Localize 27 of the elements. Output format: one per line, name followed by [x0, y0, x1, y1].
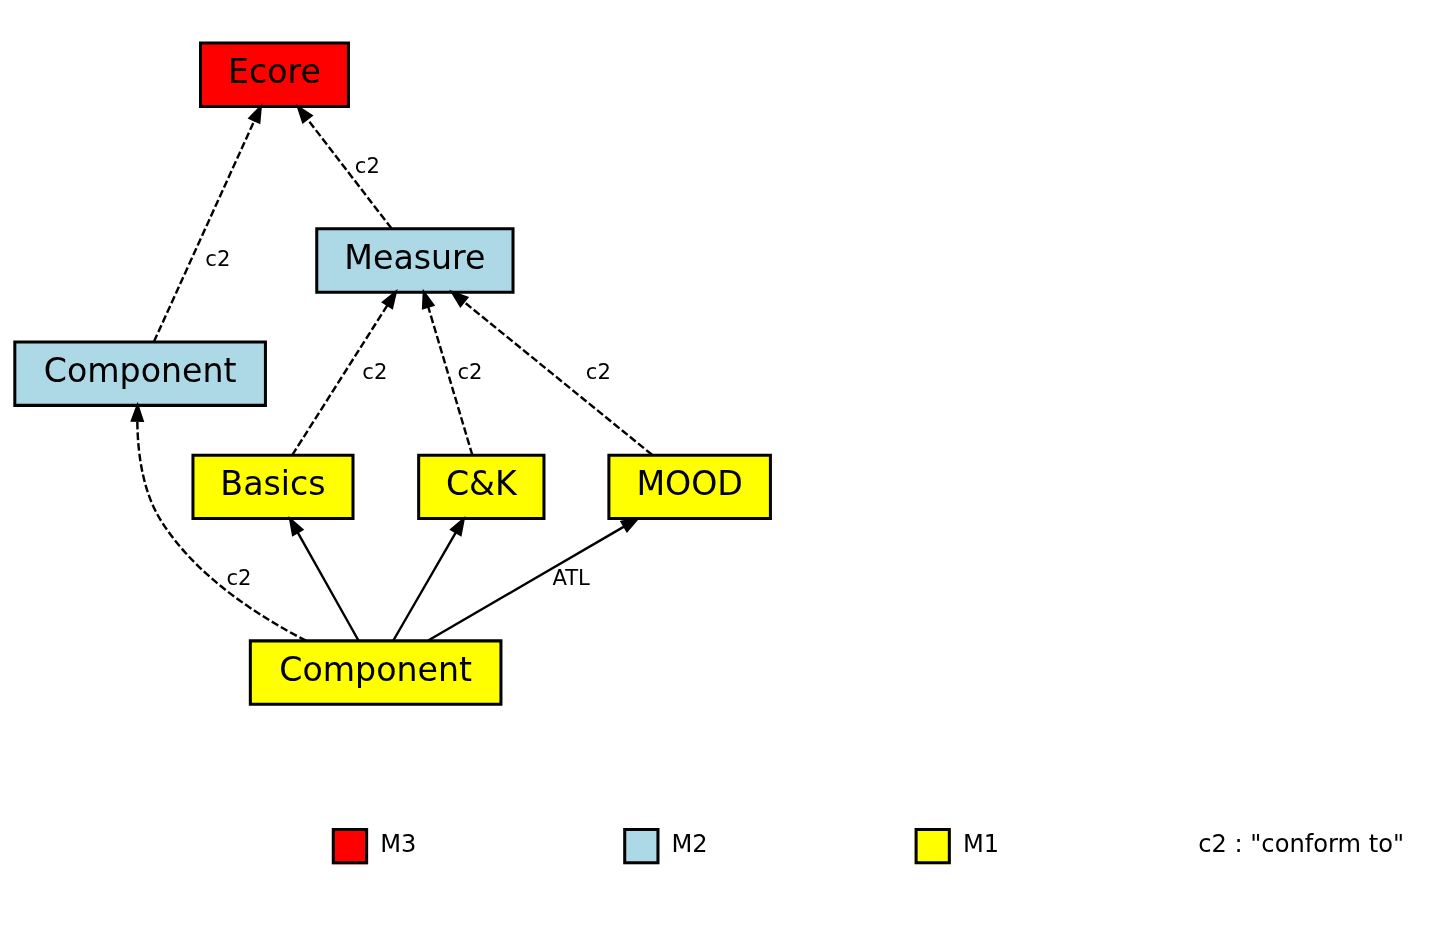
node-box: Component — [13, 339, 267, 407]
legend-label: M3 — [380, 829, 417, 858]
node-box: Measure — [315, 226, 515, 294]
node-box: C&K — [417, 453, 546, 520]
arrow — [291, 288, 398, 455]
legend-label: M2 — [671, 829, 708, 858]
edge-label: c2 — [457, 358, 483, 384]
edge-label: c2 — [362, 358, 388, 384]
edge-label: c2 — [585, 358, 611, 384]
arrow — [295, 103, 393, 229]
arrow — [427, 516, 641, 642]
edge-label: c2 — [226, 564, 252, 590]
arrow — [288, 515, 360, 641]
arrow — [421, 288, 474, 455]
edge-label: ATL — [552, 564, 590, 590]
arrow — [130, 401, 307, 642]
arrow — [392, 515, 466, 641]
label: c2 : "conform to" — [1198, 829, 1405, 858]
edge-label: c2 — [205, 245, 231, 271]
legend-label: M1 — [962, 829, 1000, 858]
edge-label: c2 — [354, 152, 380, 178]
arrow — [449, 289, 653, 456]
node-box: Ecore — [199, 41, 350, 108]
node-box: Basics — [191, 453, 355, 520]
node-box: MOOD — [607, 453, 772, 520]
node-box: Component — [248, 638, 503, 706]
arrow — [152, 102, 263, 342]
